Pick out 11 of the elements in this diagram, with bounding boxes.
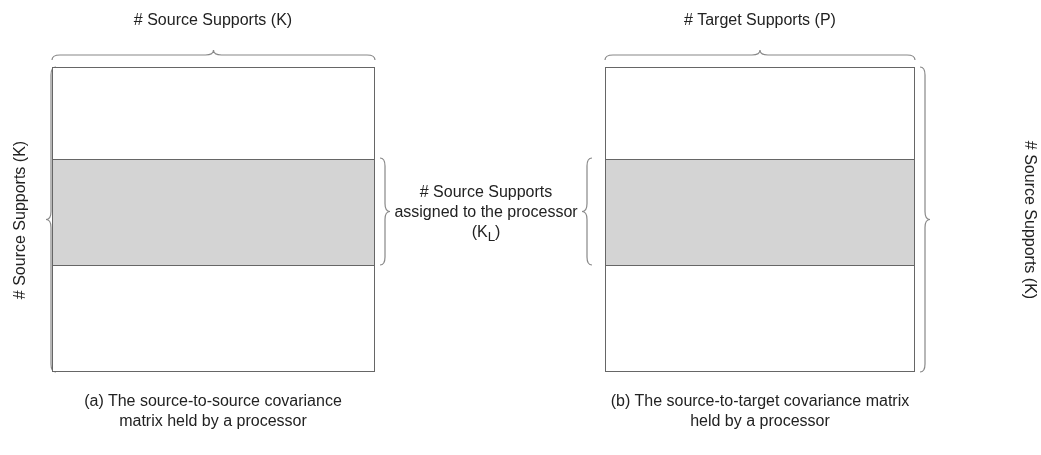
figure-caption: (b) The source-to-target covariance matrix held by a processor bbox=[610, 391, 910, 431]
figure-caption: (a) The source-to-source covariance matrix held by a processor bbox=[83, 391, 343, 431]
shaded-band bbox=[605, 159, 915, 266]
axis-label: # Source Supports (K) bbox=[10, 139, 29, 302]
matrix-rectangle bbox=[605, 67, 915, 372]
axis-label: # Source Supports (K) bbox=[1021, 139, 1040, 302]
shaded-band bbox=[52, 159, 375, 266]
matrix-rectangle bbox=[52, 67, 375, 372]
band-label: # Source Supports assigned to the processor (K$_{L}$) bbox=[393, 182, 579, 247]
axis-label: # Source Supports (K) bbox=[132, 10, 294, 30]
axis-label: # Target Supports (P) bbox=[683, 10, 837, 30]
